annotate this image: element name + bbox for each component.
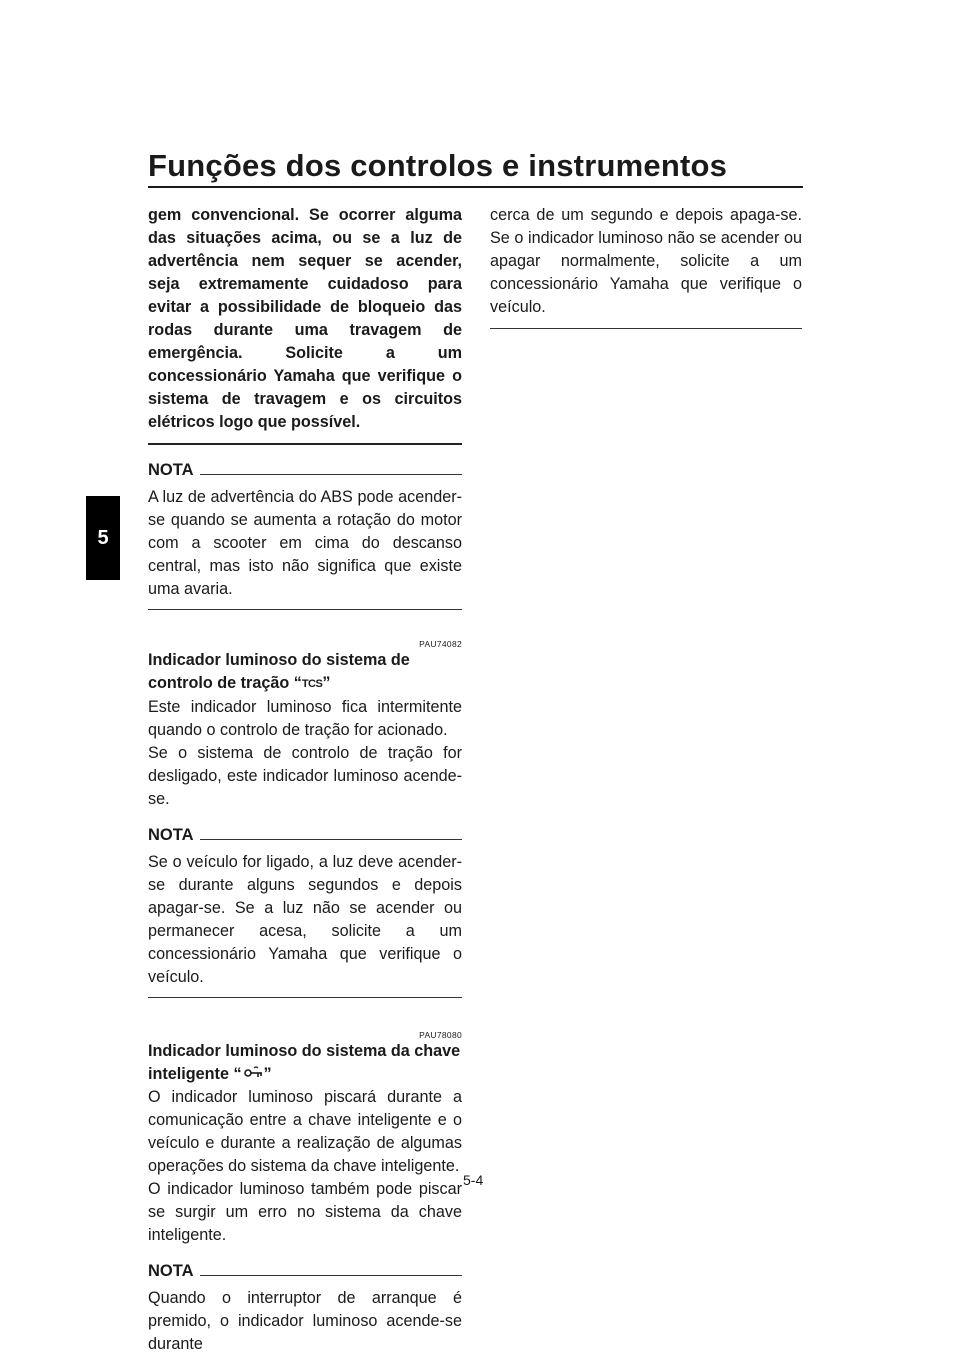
note-text: Quando o interruptor de arranque é premi… (148, 1289, 462, 1353)
right-column: cerca de um segundo e depois apaga-se. S… (490, 204, 802, 329)
note-label: NOTA (148, 1262, 194, 1280)
warning-end-rule (148, 443, 462, 445)
note-label: NOTA (148, 461, 194, 479)
section-title-smart-key: Indicador luminoso do sistema da chave i… (148, 1042, 461, 1083)
note-text: A luz de advertência do ABS pode acender… (148, 488, 462, 598)
note-header: NOTA (148, 824, 462, 847)
section-body: O indicador luminoso piscará durante a c… (148, 1088, 462, 1175)
left-column: gem convencional. Se ocorrer alguma das … (148, 204, 462, 1356)
section-title-tcs: Indicador luminoso do sistema de control… (148, 651, 410, 692)
reference-code: PAU78080 (419, 1030, 462, 1040)
section-body: Se o sistema de controlo de tração for d… (148, 744, 462, 808)
tcs-icon: TCS (301, 678, 323, 690)
note-end-rule (490, 328, 802, 329)
note-text-continuation: cerca de um segundo e depois apaga-se. S… (490, 206, 802, 316)
page-number: 5-4 (463, 1172, 484, 1188)
section-body: Este indicador luminoso fica intermitent… (148, 698, 462, 739)
note-header-line (199, 1275, 462, 1276)
note-header: NOTA (148, 459, 462, 482)
page-title: Funções dos controlos e instrumentos (148, 148, 728, 183)
reference-code: PAU74082 (419, 639, 462, 649)
chapter-tab: 5 (86, 496, 120, 580)
smart-key-icon (242, 1065, 264, 1083)
note-end-rule (148, 609, 462, 610)
warning-continuation: gem convencional. Se ocorrer alguma das … (148, 206, 462, 431)
note-header: NOTA (148, 1260, 462, 1283)
note-header-line (199, 474, 462, 475)
note-end-rule (148, 997, 462, 998)
title-rule (148, 186, 803, 188)
note-text: Se o veículo for ligado, a luz deve acen… (148, 853, 462, 986)
note-header-line (199, 839, 462, 840)
note-label: NOTA (148, 826, 194, 844)
section-body: O indicador luminoso também pode piscar … (148, 1180, 462, 1244)
